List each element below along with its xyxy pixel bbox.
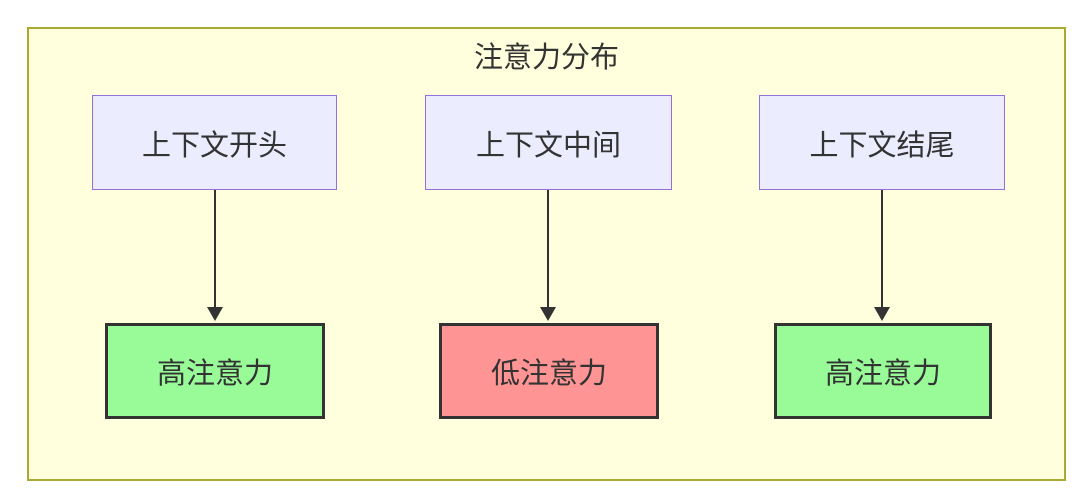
diagram-title: 注意力分布 (473, 42, 619, 74)
diagram-canvas: 注意力分布 上下文开头 高注意力 上下文中间 低注意力 上下文结尾 高注意力 (27, 27, 1066, 481)
arrow-down (874, 190, 890, 321)
node-high-attention-right: 高注意力 (774, 323, 992, 419)
arrowhead-icon (874, 307, 890, 321)
arrowhead-icon (540, 307, 556, 321)
node-context-end: 上下文结尾 (759, 95, 1005, 190)
node-context-middle: 上下文中间 (425, 95, 672, 190)
node-low-attention: 低注意力 (439, 323, 659, 419)
arrow-line (547, 190, 549, 307)
arrow-down (540, 190, 556, 321)
node-high-attention-left: 高注意力 (105, 323, 325, 419)
node-context-beginning: 上下文开头 (92, 95, 337, 190)
arrow-down (207, 190, 223, 321)
arrowhead-icon (207, 307, 223, 321)
arrow-line (214, 190, 216, 307)
arrow-line (881, 190, 883, 307)
